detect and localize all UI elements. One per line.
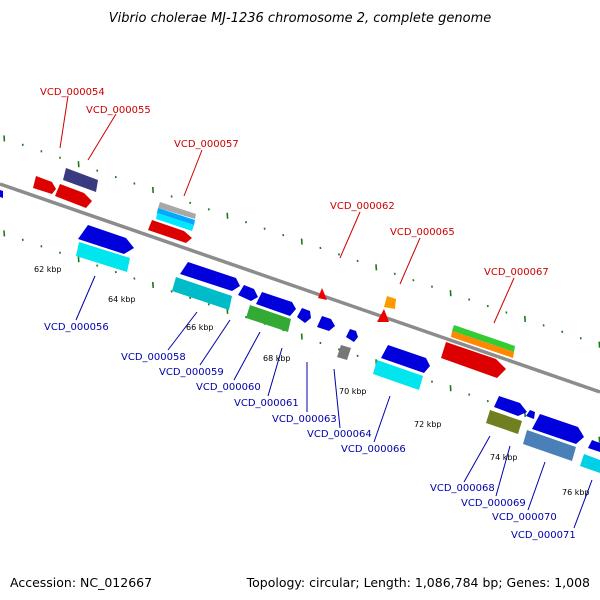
leader-line: [339, 211, 361, 259]
scale-tick-label: 70 kbp: [339, 387, 367, 396]
gene-arrow[interactable]: [238, 285, 258, 301]
gene-label[interactable]: VCD_000061: [234, 398, 299, 409]
gene-label[interactable]: VCD_000064: [307, 429, 372, 440]
gene-arrow[interactable]: [158, 202, 196, 219]
summary-text: Topology: circular; Length: 1,086,784 bp…: [246, 575, 590, 590]
reverse-label-leaders: [75, 275, 593, 529]
leader-line: [573, 479, 593, 529]
gene-label[interactable]: VCD_000063: [272, 414, 337, 425]
gene-label[interactable]: VCD_000054: [40, 87, 105, 98]
gene-arrow[interactable]: [486, 410, 522, 434]
gene-label[interactable]: VCD_000070: [492, 512, 557, 523]
map-title: Vibrio cholerae MJ-1236 chromosome 2, co…: [109, 11, 491, 26]
gene-arrow[interactable]: [180, 262, 240, 291]
scale-tick-label: 76 kbp: [562, 488, 590, 497]
leader-line: [233, 331, 261, 381]
leader-line: [527, 461, 546, 511]
chromosome-backbone: [0, 182, 600, 394]
gene-arrow[interactable]: [373, 360, 423, 390]
gene-arrow[interactable]: [337, 345, 351, 360]
gene-label[interactable]: VCD_000066: [341, 444, 406, 455]
gene-arrow[interactable]: [157, 208, 195, 225]
gene-label[interactable]: VCD_000069: [461, 498, 526, 509]
gene-arrow[interactable]: [588, 440, 600, 452]
leader-line: [333, 368, 341, 429]
gene-label[interactable]: VCD_000058: [121, 352, 186, 363]
gene-arrow[interactable]: [346, 329, 358, 342]
gene-arrow[interactable]: [33, 176, 56, 194]
leader-line: [87, 113, 117, 161]
leader-line: [373, 395, 391, 443]
gene-arrow[interactable]: [297, 308, 311, 323]
accession-text: Accession: NC_012667: [10, 575, 152, 590]
gene-arrow[interactable]: [381, 345, 430, 373]
leader-line: [59, 95, 69, 149]
gene-label[interactable]: VCD_000062: [330, 201, 395, 212]
forward-gene-labels: VCD_000054 VCD_000055 VCD_000057 VCD_000…: [40, 87, 549, 278]
gene-label[interactable]: VCD_000067: [484, 267, 549, 278]
gene-arrow[interactable]: [55, 184, 92, 208]
leader-line: [183, 149, 203, 197]
gene-arrow[interactable]: [76, 242, 130, 272]
gene-label[interactable]: VCD_000055: [86, 105, 151, 116]
gene-arrow[interactable]: [526, 410, 535, 419]
leader-line: [495, 445, 511, 497]
gene-arrow[interactable]: [78, 225, 134, 254]
gene-arrow[interactable]: [452, 325, 515, 352]
gene-label[interactable]: VCD_000068: [430, 483, 495, 494]
gene-arrow[interactable]: [451, 331, 514, 358]
leader-line: [463, 435, 491, 483]
leader-line: [493, 277, 515, 324]
gene-label[interactable]: VCD_000056: [44, 322, 109, 333]
scale-tick-label: 68 kbp: [263, 354, 291, 363]
gene-arrow[interactable]: [256, 292, 296, 316]
gene-arrow[interactable]: [532, 414, 584, 444]
leader-line: [399, 237, 421, 285]
gene-label[interactable]: VCD_000065: [390, 227, 455, 238]
gene-arrow[interactable]: [441, 342, 506, 378]
gene-arrow[interactable]: [156, 213, 194, 231]
gene-arrow[interactable]: [523, 430, 576, 461]
forward-gene-features: [0, 168, 515, 378]
reverse-gene-labels: VCD_000056 VCD_000058 VCD_000059 VCD_000…: [44, 322, 576, 541]
leader-line: [75, 275, 96, 321]
gene-arrow[interactable]: [377, 309, 389, 322]
gene-arrow[interactable]: [63, 168, 98, 192]
gene-arrow[interactable]: [384, 296, 396, 309]
scale-tick-label: 64 kbp: [108, 295, 136, 304]
gene-arrow[interactable]: [246, 305, 291, 332]
reverse-gene-features: [76, 225, 600, 473]
forward-strand-dots: [3, 135, 600, 348]
gene-label[interactable]: VCD_000071: [511, 530, 576, 541]
scale-tick-label: 66 kbp: [186, 323, 214, 332]
gene-arrow[interactable]: [148, 220, 192, 243]
leader-line: [167, 311, 198, 351]
gene-label[interactable]: VCD_000059: [159, 367, 224, 378]
scale-labels: 62 kbp 64 kbp 66 kbp 68 kbp 70 kbp 72 kb…: [34, 265, 590, 497]
gene-arrow[interactable]: [317, 316, 335, 331]
scale-tick-label: 62 kbp: [34, 265, 62, 274]
gene-arrow[interactable]: [318, 288, 327, 300]
gene-arrow[interactable]: [0, 190, 3, 198]
gene-label[interactable]: VCD_000057: [174, 139, 239, 150]
scale-tick-label: 74 kbp: [490, 453, 518, 462]
gene-arrow[interactable]: [580, 454, 600, 473]
scale-tick-label: 72 kbp: [414, 420, 442, 429]
leader-line: [199, 319, 231, 366]
forward-label-leaders: [59, 95, 515, 324]
gene-label[interactable]: VCD_000060: [196, 382, 261, 393]
gene-arrow[interactable]: [172, 277, 232, 310]
leader-line: [267, 347, 283, 397]
gene-arrow[interactable]: [494, 396, 527, 416]
